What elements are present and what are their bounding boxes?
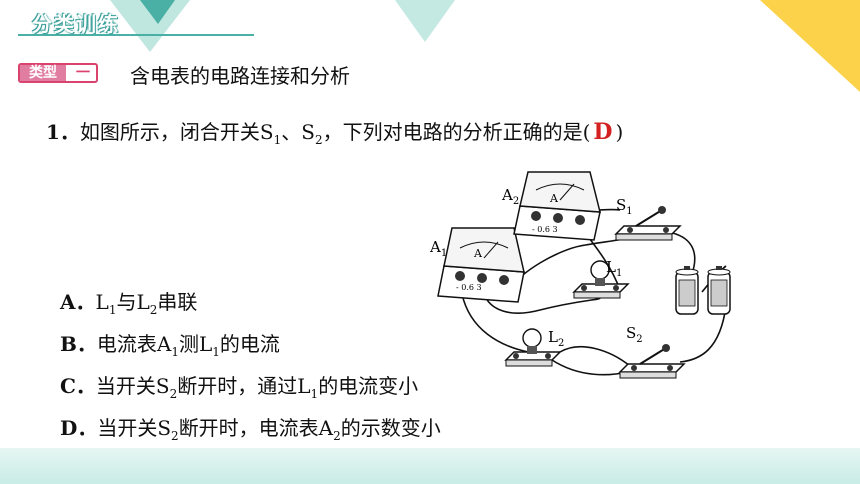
- option-sub: 2: [333, 429, 341, 443]
- option-sub: 2: [149, 303, 158, 317]
- header-banner: 分类训练: [18, 8, 254, 36]
- answer-letter: D: [593, 119, 613, 145]
- stem-post: ，下列对电路的分析正确的是(: [322, 120, 591, 144]
- label-l1: L1: [606, 258, 622, 279]
- wire: [461, 293, 529, 353]
- option-text: 断开时，通过L: [177, 374, 311, 398]
- wire: [559, 345, 631, 367]
- s1-subscript: 1: [273, 133, 282, 147]
- option-sub: 2: [171, 429, 179, 443]
- option-text: 的电流: [219, 332, 280, 356]
- battery-2: [707, 266, 731, 315]
- option-text: 的示数变小: [340, 416, 441, 440]
- type-badge: 类型 一: [18, 63, 98, 83]
- battery-1: [675, 266, 699, 315]
- a1-scale: - 0.6 3: [456, 283, 482, 292]
- label-s1: S1: [616, 196, 633, 217]
- option-letter: C．: [60, 374, 96, 398]
- bulb-l1: [572, 260, 630, 299]
- option-a[interactable]: A．L1与L2串联: [60, 286, 197, 317]
- switch-s2: [618, 344, 686, 379]
- wire: [679, 305, 727, 363]
- label-s2: S2: [626, 324, 643, 345]
- switch-s1: [614, 206, 682, 241]
- option-text: 与L: [116, 290, 150, 314]
- option-letter: B．: [60, 332, 97, 356]
- option-sub: 1: [310, 387, 319, 401]
- option-sub: 1: [212, 345, 220, 359]
- wire: [483, 293, 601, 314]
- ammeter-a1: [437, 227, 525, 303]
- question-stem: 1．如图所示，闭合开关S1、S2，下列对电路的分析正确的是(D): [46, 116, 623, 147]
- type-badge-number: 一: [76, 65, 90, 81]
- option-letter: A．: [60, 290, 96, 314]
- section-heading: 含电表的电路连接和分析: [130, 64, 350, 88]
- option-text: 当开关S: [95, 374, 170, 398]
- option-sub: 2: [169, 387, 178, 401]
- option-sub: 1: [171, 345, 179, 359]
- a2-scale: - 0.6 3: [532, 225, 558, 234]
- wire: [667, 231, 696, 275]
- question-number: 1．: [46, 120, 80, 144]
- stem-close: ): [615, 120, 624, 144]
- option-d[interactable]: D．当开关S2断开时，电流表A2的示数变小: [60, 412, 441, 443]
- option-text: L: [95, 290, 109, 314]
- option-text: 电流表A: [96, 332, 172, 356]
- bulb-l2: [504, 328, 562, 367]
- stem-sep: 、S: [281, 120, 315, 144]
- type-badge-label: 类型: [20, 65, 66, 81]
- label-a1: A1: [429, 238, 447, 259]
- option-letter: D．: [60, 416, 98, 440]
- a2-unit: A: [549, 192, 559, 205]
- option-sub: 1: [108, 303, 117, 317]
- header-title: 分类训练: [32, 12, 120, 36]
- label-l2: L2: [548, 328, 564, 349]
- option-text: 测L: [179, 332, 213, 356]
- s2-subscript: 2: [314, 133, 323, 147]
- option-text: 串联: [157, 290, 198, 314]
- a1-unit: A: [473, 247, 483, 260]
- option-text: 断开时，电流表A: [178, 416, 334, 440]
- option-text: 的电流变小: [318, 374, 419, 398]
- ammeter-a2: [513, 171, 601, 241]
- stem-pre: 如图所示，闭合开关S: [79, 120, 274, 144]
- option-b[interactable]: B．电流表A1测L1的电流: [60, 328, 280, 359]
- label-a2: A2: [501, 186, 519, 207]
- option-text: 当开关S: [97, 416, 172, 440]
- wire: [551, 359, 629, 376]
- option-c[interactable]: C．当开关S2断开时，通过L1的电流变小: [60, 370, 418, 401]
- bottom-band: [0, 448, 860, 484]
